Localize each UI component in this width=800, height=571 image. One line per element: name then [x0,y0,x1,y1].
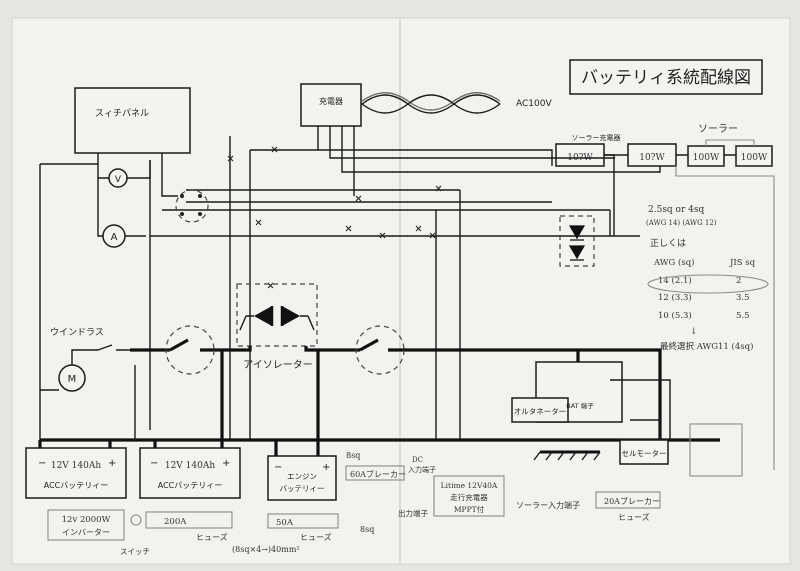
final-choice: 最終選択 AWG11 (4sq) [660,341,753,352]
solar-controller-b-label: 10?W [639,153,665,163]
alternator-box [511,397,569,423]
breaker20-sub: ヒューズ [618,512,650,522]
solar-panel-label: ソーラー [698,123,738,135]
charger-box [300,83,362,127]
breaker60-label: 60Aブレーカー [350,469,406,479]
table-row-2-jis: 3.5 [736,293,750,303]
thin-wiring [39,126,775,470]
breaker20-label: 20Aブレーカー [604,496,660,506]
switch-terminals [180,194,202,216]
isolator-box [236,283,318,347]
ground-bar [40,438,720,461]
starter-motor-label: セルモーター [622,449,667,458]
solar-panel-b-label: 100W [741,153,768,163]
battery-1-spec: 12V 140Ah [51,461,101,471]
battery-2-spec: 12V 140Ah [165,461,215,471]
battery-1: − + 12V 140Ah ACCバッテリィー [25,447,127,499]
fuse200-sub: ヒューズ [196,532,228,542]
battery-3: − + エンジン バッテリィー [267,455,337,501]
page-title: バッテリィ系統配線図 [581,68,751,88]
dc-input-2: 入力端子 [408,465,436,474]
alternator-label: オルタネーター [514,407,567,416]
starter-motor-box [619,439,669,465]
awg-choice: (AWG 14) (AWG 12) [646,219,717,227]
switch-panel-box [74,87,191,154]
table-row-1-jis: 2 [736,276,741,286]
voltmeter-label: V [115,175,122,185]
wire-8sq-b: 8sq [360,525,374,534]
solar-panel-a-label: 100W [693,153,720,163]
dc-input-1: DC [412,456,423,464]
switch-cluster [175,189,209,223]
fuse50-sub: ヒューズ [300,532,332,542]
table-highlight [647,274,769,294]
table-row-1-awg: 14 (2.1) [658,275,692,286]
gauge-choice: 2.5sq or 4sq [648,205,704,215]
ac-cable [361,92,501,114]
switch-icon [130,514,142,526]
switch-label: スイッチ [120,547,150,556]
solar-controller-label: ソーラー充電器 [572,133,621,142]
motor-label: M [68,374,77,385]
switch-panel-label: スィチパネル [95,108,149,119]
battery-3-neg: − [274,462,282,473]
battery-3-pos: + [322,462,330,473]
table-header-awg: AWG (sq) [653,257,694,268]
battery-1-neg: − [38,458,46,469]
ac-label: AC100V [516,99,552,109]
litime-line-2: 走行充電器 [450,492,488,502]
table-header-jis: JIS sq [729,258,756,268]
table-row-3-jis: 5.5 [736,311,750,321]
fuse50-label: 50A [276,518,294,528]
battery-3-name-2: バッテリィー [280,484,325,493]
wire-8sq: 8sq [346,451,360,460]
battery-2-neg: − [150,458,158,469]
charger-label: 充電器 [319,96,343,106]
switch-b-dashed [355,325,405,375]
inverter-line-2: インバーター [62,528,110,537]
litime-line-3: MPPT付 [454,504,485,514]
diode-pack-right [559,215,595,267]
battery-2-name: ACCバッテリィー [158,481,223,490]
ammeter-label: A [111,232,118,243]
cable-note: (8sq×4→)40mm² [232,545,300,554]
battery-2: − + 12V 140Ah ACCバッテリィー [139,447,241,499]
battery-3-name-1: エンジン [287,472,317,481]
output-terminal: 出力端子 [398,508,428,518]
windlass-label: ウインドラス [50,327,104,338]
table-row-3-awg: 10 (5.3) [658,310,692,321]
solar-input: ソーラー入力端子 [516,500,580,510]
battery-1-name: ACCバッテリィー [44,481,109,490]
wire-gauge-notes: 2.5sq or 4sq (AWG 14) (AWG 12) 正しくは AWG … [646,205,769,352]
engine-flywheel [689,423,743,477]
switch-a-dashed [165,325,215,375]
title-box [569,59,763,95]
battery-2-pos: + [222,458,230,469]
table-row-2-awg: 12 (3.3) [658,292,692,303]
fuse200-label: 200A [164,517,187,527]
bottom-annotations: 12v 2000W インバーター スイッチ 200A ヒューズ 50A ヒューズ… [47,451,661,556]
litime-line-1: Litime 12V40A [441,481,498,490]
isolator-diodes [239,306,315,331]
battery-1-pos: + [108,458,116,469]
inverter-line-1: 12v 2000W [62,515,111,525]
arrow-down-icon: ↓ [690,327,698,337]
isolator-label: アイソレーター [243,359,313,371]
correction-note: 正しくは [650,238,686,249]
bat-terminal-label: BAT 端子 [566,401,594,410]
